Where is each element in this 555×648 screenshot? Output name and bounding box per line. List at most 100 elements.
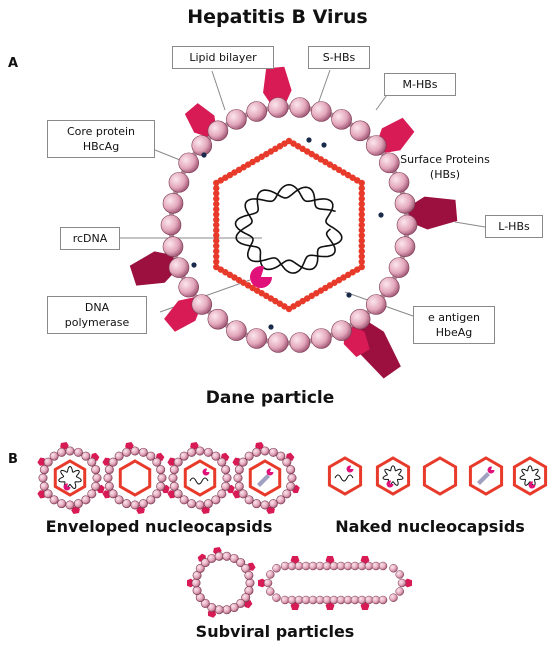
naked-nucleocapsid bbox=[512, 456, 548, 496]
mini-spike bbox=[232, 490, 241, 499]
lipid-bead bbox=[214, 605, 224, 615]
lipid-bead bbox=[173, 457, 183, 467]
lipid-bead bbox=[108, 457, 118, 467]
lipid-bead bbox=[73, 447, 83, 457]
enveloped-nucleocapsid bbox=[37, 442, 105, 514]
lipid-bead bbox=[138, 447, 148, 457]
e-antigen-dot bbox=[378, 212, 384, 218]
polymerase-pacman bbox=[386, 480, 394, 488]
capsid-subunit bbox=[213, 200, 220, 208]
dna-strand bbox=[334, 474, 354, 482]
dna-polymerase-label: DNA polymerase bbox=[47, 296, 147, 334]
lipid-bead bbox=[276, 451, 286, 461]
lipid-bead bbox=[146, 451, 156, 461]
lipid-bead bbox=[246, 328, 268, 349]
lipid-bead bbox=[238, 457, 248, 467]
capsid-subunit bbox=[358, 248, 365, 255]
dane-particle-envelope bbox=[129, 66, 458, 379]
s-hbs-label: S-HBs bbox=[308, 46, 370, 69]
lipid-bead bbox=[187, 499, 197, 509]
capsid-subunit bbox=[358, 227, 365, 234]
capsid-subunit bbox=[358, 232, 365, 239]
lipid-bead bbox=[207, 120, 229, 142]
lipid-bead bbox=[276, 495, 286, 505]
dna-strand bbox=[477, 472, 490, 485]
lipid-bead bbox=[207, 603, 217, 613]
capsid-subunit bbox=[213, 195, 220, 202]
mini-spike bbox=[125, 442, 134, 450]
capsid-subunit bbox=[358, 190, 365, 197]
lipid-bead bbox=[87, 489, 97, 499]
dna-plus-strand bbox=[235, 183, 343, 271]
lipid-bead bbox=[103, 473, 113, 483]
lipid-bead bbox=[226, 109, 247, 130]
capsid-subunit bbox=[213, 216, 220, 223]
lipid-bead bbox=[207, 553, 217, 563]
lipid-bead bbox=[365, 135, 387, 156]
lipid-bead bbox=[389, 564, 398, 573]
lipid-bead bbox=[195, 500, 205, 510]
lipid-bead bbox=[287, 473, 297, 483]
polymerase-pacman bbox=[250, 266, 273, 289]
lipid-bead bbox=[49, 495, 59, 505]
core-protein-label: Core protein HBcAg bbox=[47, 120, 155, 158]
capsid-subunit bbox=[358, 221, 365, 229]
lipid-bead bbox=[349, 120, 371, 142]
lipid-bead bbox=[65, 446, 75, 456]
lipid-bead bbox=[241, 593, 251, 603]
lipid-bead bbox=[179, 495, 189, 505]
capsid-outline bbox=[248, 459, 282, 497]
lipid-bead bbox=[130, 500, 140, 510]
enveloped-nucleocapsid bbox=[232, 442, 300, 514]
naked-nucleocapsid bbox=[468, 456, 504, 496]
lipid-bead bbox=[87, 457, 97, 467]
capsid-subunit bbox=[213, 221, 220, 229]
lipid-bead bbox=[200, 558, 210, 568]
lipid-bead bbox=[178, 152, 199, 174]
lipid-bead bbox=[138, 499, 148, 509]
mini-spike bbox=[60, 442, 69, 450]
lipid-bead bbox=[81, 451, 91, 461]
lipid-bead bbox=[282, 457, 292, 467]
lipid-bead bbox=[236, 598, 246, 608]
capsid-outline bbox=[468, 456, 504, 496]
lipid-bead bbox=[114, 495, 124, 505]
lipid-bead bbox=[349, 308, 371, 330]
polymerase-pacman bbox=[487, 466, 495, 474]
capsid-subunit bbox=[213, 263, 220, 271]
lipid-bead bbox=[162, 236, 184, 257]
naked-nucleocapsids-caption: Naked nucleocapsids bbox=[335, 517, 525, 536]
lipid-bead bbox=[397, 578, 407, 588]
lipid-bead bbox=[203, 447, 213, 457]
capsid-outline bbox=[375, 456, 411, 496]
rcdna-strand bbox=[234, 183, 343, 274]
lipid-bead bbox=[267, 97, 289, 118]
mini-spike bbox=[102, 490, 111, 499]
lipid-bead bbox=[203, 499, 213, 509]
capsid-subunit bbox=[358, 242, 365, 250]
polymerase-pacman bbox=[63, 483, 71, 491]
dna-polymerase-shape bbox=[250, 266, 273, 289]
lipid-bead bbox=[286, 465, 296, 475]
lipid-bead bbox=[389, 593, 398, 602]
polymerase-pacman bbox=[346, 465, 354, 473]
naked-nucleocapsid bbox=[422, 456, 458, 496]
diagram-title: Hepatitis B Virus bbox=[187, 6, 368, 28]
capsid-outline bbox=[512, 456, 548, 496]
lipid-bead bbox=[191, 135, 213, 156]
mini-spike bbox=[102, 457, 111, 466]
lipid-bead bbox=[200, 598, 210, 608]
mini-spike bbox=[37, 490, 46, 499]
lipid-bead bbox=[222, 605, 232, 615]
dane-particle-capsid bbox=[213, 137, 365, 313]
enveloped-nucleocapsids-caption: Enveloped nucleocapsids bbox=[45, 517, 273, 536]
capsid-subunit bbox=[358, 185, 365, 192]
lipid-bead bbox=[244, 451, 254, 461]
lipid-bead bbox=[168, 473, 178, 483]
lipid-bead bbox=[396, 214, 418, 236]
lipid-bead bbox=[191, 578, 201, 588]
lipid-bead bbox=[234, 465, 244, 475]
lipid-bead bbox=[252, 447, 262, 457]
lipid-bead bbox=[57, 499, 67, 509]
